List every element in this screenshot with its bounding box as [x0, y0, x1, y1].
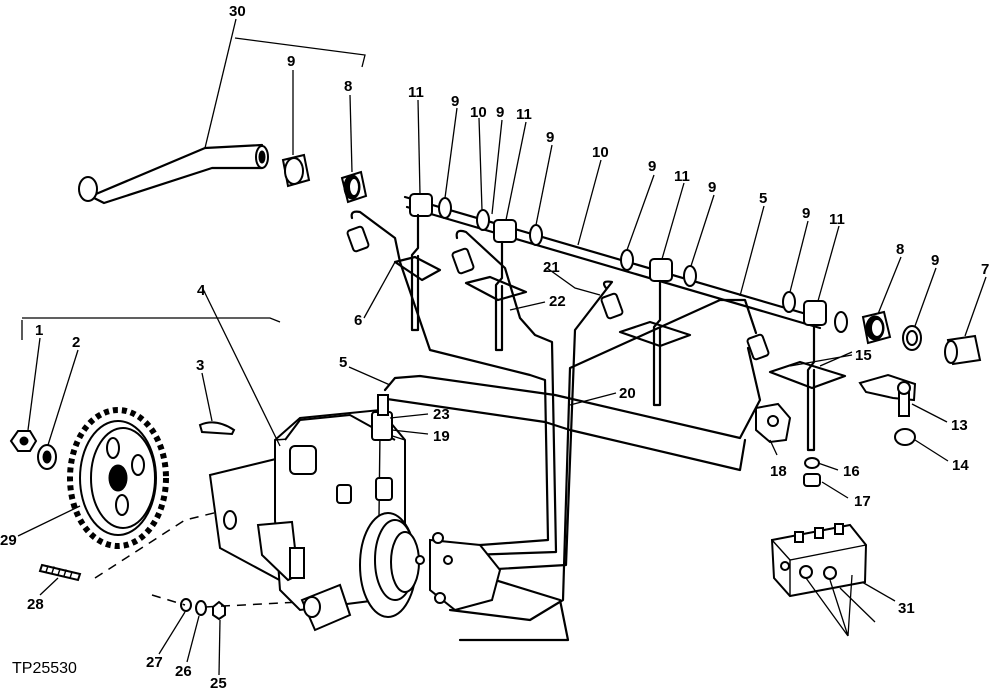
callout-4: 4	[197, 282, 206, 299]
lock-washer-part	[37, 444, 57, 470]
callout-8-end-cap: 8	[344, 78, 352, 95]
stud-part	[38, 563, 82, 582]
callout-5-lower: 5	[339, 354, 347, 371]
callout-28: 30	[229, 3, 246, 20]
callout-20: 21	[543, 259, 560, 276]
end-cap-part	[340, 170, 368, 204]
callout-29: 31	[898, 600, 915, 617]
callout-14: 15	[855, 347, 872, 364]
callout-13: 14	[952, 457, 969, 474]
callout-11-tee-4: 11	[829, 211, 845, 228]
callout-9-hose-sleeve: 9	[287, 53, 295, 70]
line-bracket-part	[755, 402, 792, 444]
callout-2: 2	[72, 334, 80, 351]
callout-21: 22	[549, 293, 566, 310]
leader-lines	[17, 18, 987, 676]
hex-nut-part	[9, 430, 38, 452]
callout-19: 20	[619, 385, 636, 402]
callout-labels: 30 9 8 11 9 10 9 11 9 10 9 11 9 5 9 11 8…	[0, 3, 989, 689]
line-fittings-part	[346, 225, 770, 361]
callout-9-clamp-4: 9	[648, 158, 656, 175]
callout-16: 17	[854, 493, 871, 510]
seal-part	[803, 473, 821, 487]
callout-1: 1	[35, 322, 43, 339]
hold-down-clamp-part	[858, 373, 917, 417]
hose-sleeve-part	[281, 153, 311, 188]
callout-18: 19	[433, 428, 450, 445]
callout-11-tee-2: 11	[516, 106, 532, 123]
callout-17: 18	[770, 463, 787, 480]
callout-24: 26	[175, 663, 192, 680]
leak-off-hose-part	[78, 143, 269, 205]
small-washers-part	[180, 598, 226, 621]
assembly-paths	[21, 37, 366, 608]
callout-9-clamp-2: 9	[496, 104, 504, 121]
callout-15: 16	[843, 463, 860, 480]
injector-nozzles-part	[410, 213, 816, 452]
injection-lines-part	[350, 210, 762, 642]
callout-8-right: 8	[896, 241, 904, 258]
callout-9-clamp-5: 9	[708, 179, 716, 196]
callout-11-tee-3: 11	[674, 168, 690, 185]
callout-5-upper: 5	[759, 190, 767, 207]
leak-off-rail-part	[403, 193, 848, 333]
callout-9-clamp-6: 9	[802, 205, 810, 222]
callout-9-clamp-3: 9	[546, 129, 554, 146]
callout-9-clamp-1: 9	[451, 93, 459, 110]
callout-26: 28	[27, 596, 44, 613]
drive-gear-part	[67, 407, 169, 549]
spacer-part	[894, 428, 916, 446]
injector-brackets-part	[393, 255, 847, 390]
callout-11-tee-1: 11	[408, 84, 424, 101]
callout-27: 29	[0, 532, 17, 549]
callout-10-rail-1: 10	[470, 104, 487, 121]
callout-22: 23	[433, 406, 450, 423]
callout-10-rail-2: 10	[592, 144, 609, 161]
woodruff-key-part	[198, 421, 236, 436]
callout-23: 25	[210, 675, 227, 689]
callout-12: 13	[951, 417, 968, 434]
callout-6: 6	[354, 312, 362, 329]
callout-25: 27	[146, 654, 163, 671]
callout-7: 7	[981, 261, 989, 278]
end-cap-right-part	[861, 310, 892, 345]
terminal-block-part	[770, 523, 868, 598]
pump-governor-part	[359, 512, 502, 618]
callout-3: 3	[196, 357, 204, 374]
clamp-right-part	[902, 325, 922, 351]
callout-9-right: 9	[931, 252, 939, 269]
plug-right-part	[944, 334, 982, 366]
washer-part	[804, 457, 820, 469]
figure-id-caption: TP25530	[12, 660, 77, 677]
